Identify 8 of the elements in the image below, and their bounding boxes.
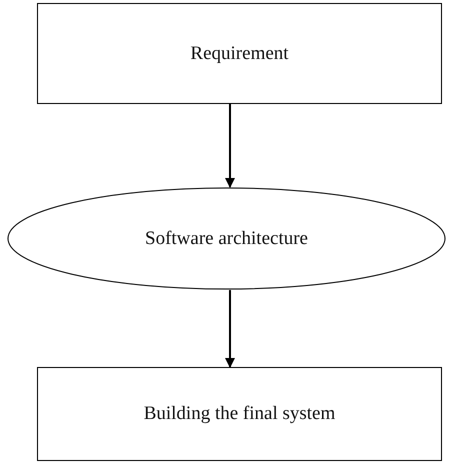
arrow (225, 290, 235, 368)
process-box (37, 3, 442, 104)
ellipse-node (7, 187, 446, 290)
node-label: Building the final system (144, 403, 336, 425)
arrow (225, 104, 235, 188)
node-label: Software architecture (145, 228, 308, 250)
process-box (37, 367, 442, 461)
node-label: Requirement (190, 42, 289, 64)
